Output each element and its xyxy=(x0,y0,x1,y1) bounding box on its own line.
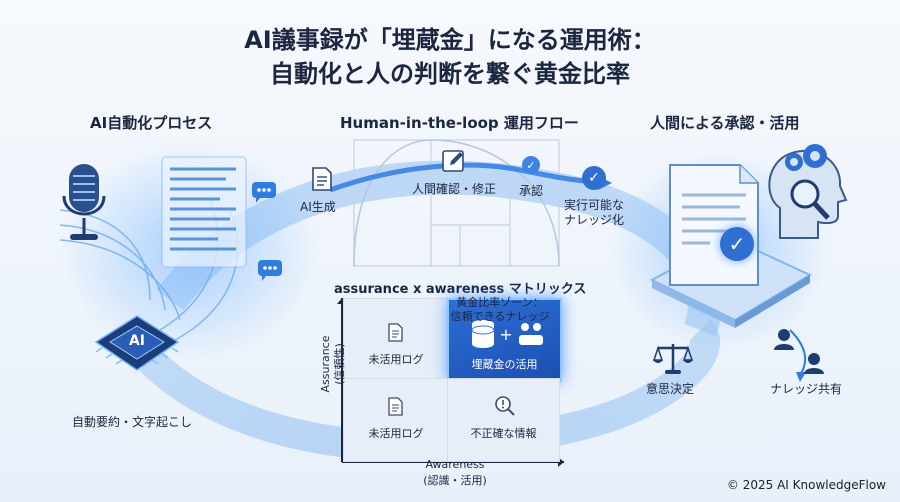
document-icon xyxy=(388,397,403,416)
approved-check-icon: ✓ xyxy=(720,227,754,261)
ai-chip: AI xyxy=(92,312,182,378)
gold-zone-label-1: 黄金比率ゾーン： xyxy=(456,296,544,309)
gold-zone-label-2: 信頼できるナレッジ xyxy=(450,310,550,323)
flow-step-approve: 承認 xyxy=(519,184,544,198)
section-title-ai-process: AI自動化プロセス xyxy=(90,114,213,132)
check-circle-icon: ✓ xyxy=(582,166,606,190)
copyright: © 2025 AI KnowledgeFlow xyxy=(726,478,886,492)
microphone-icon xyxy=(62,164,106,240)
chat-bubble-icon-2 xyxy=(258,260,282,281)
flow-step-human-review: 人間確認・修正 xyxy=(412,182,497,196)
magnifier-warning-icon xyxy=(495,396,515,416)
y-axis-title: Assurance xyxy=(319,335,332,393)
svg-text:+: + xyxy=(499,325,512,344)
cell-label-inaccurate-info: 不正確な情報 xyxy=(470,427,537,440)
assurance-awareness-matrix: 未活用ログ + 埋蔵金の活用 未活用ログ 不正確な情報 xyxy=(343,298,562,462)
scale-icon xyxy=(652,344,694,374)
edit-icon xyxy=(442,150,464,172)
chat-bubble-icon xyxy=(252,182,276,203)
database-and-meeting-icon: + xyxy=(471,320,543,348)
document-icon xyxy=(312,167,332,191)
ai-process-caption: 自動要約・文字起こし xyxy=(72,415,193,429)
decision-label: 意思決定 xyxy=(646,382,695,396)
page-title: AI議事録が「埋蔵金」になる運用術： xyxy=(244,26,656,54)
check-icon: ✓ xyxy=(522,156,540,174)
people-sharing-icon xyxy=(774,329,824,374)
cell-label-hidden-treasure: 埋蔵金の活用 xyxy=(471,358,538,371)
page-subtitle: 自動化と人の判断を繋ぐ黄金比率 xyxy=(270,60,630,88)
cell-label-unused-log-1: 未活用ログ xyxy=(368,353,424,366)
document-icon xyxy=(388,323,403,342)
cell-label-unused-log-2: 未活用ログ xyxy=(368,427,424,440)
flow-step-actionable-2: ナレッジ化 xyxy=(563,213,624,227)
y-axis-label: Assurance (信頼性) xyxy=(319,329,347,399)
chip-label: AI xyxy=(128,333,146,349)
matrix-title: assurance x awareness マトリックス xyxy=(334,282,587,297)
matrix-cell-top-left: 未活用ログ xyxy=(343,298,449,380)
matrix-cell-bottom-right: 不正確な情報 xyxy=(447,378,560,462)
approved-document-platform xyxy=(649,164,813,328)
y-axis-subtitle: (信頼性) xyxy=(333,343,346,385)
knowledge-sharing-label: ナレッジ共有 xyxy=(770,382,843,396)
section-title-hitl-flow: Human-in-the-loop 運用フロー xyxy=(340,114,579,132)
matrix-cell-bottom-left: 未活用ログ xyxy=(343,378,449,462)
section-title-human-approval: 人間による承認・活用 xyxy=(650,114,800,132)
x-axis-subtitle: (認識・活用) xyxy=(423,474,487,487)
x-axis-title: Awareness xyxy=(425,458,485,471)
flow-step-actionable-1: 実行可能な xyxy=(563,198,624,212)
human-head-gears-icon xyxy=(768,144,848,239)
chip-icon xyxy=(94,315,180,371)
transcript-text-panel xyxy=(161,156,247,268)
flow-step-ai-generate: AI生成 xyxy=(300,200,336,214)
